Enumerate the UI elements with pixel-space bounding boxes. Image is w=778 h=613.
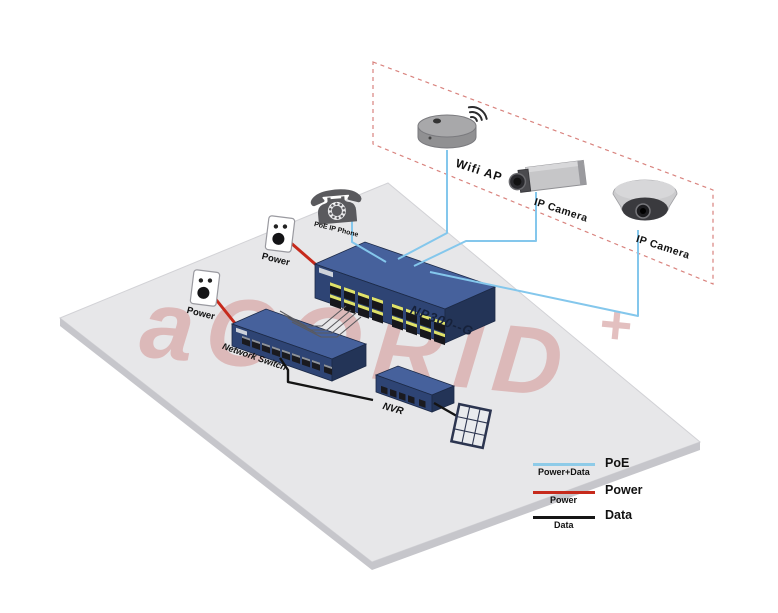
legend-poe-line <box>533 463 595 466</box>
power-outlet-top <box>264 215 296 253</box>
poe-lines <box>351 150 639 317</box>
watermark-plus: + <box>597 291 636 357</box>
poe-line-wifi-ap <box>397 150 448 260</box>
legend-data-label: Data <box>605 508 633 522</box>
poe-switch-np300g <box>313 241 497 346</box>
nvr <box>374 365 456 413</box>
legend-power-sublabel: Power <box>550 495 578 505</box>
wifi-ap-device <box>417 114 477 149</box>
legend-data-sublabel: Data <box>554 520 574 530</box>
switch-patch-lines <box>279 305 362 338</box>
poe-line-camera-dome <box>429 230 639 317</box>
wifi-signal-icon <box>467 106 488 122</box>
legend-data-line <box>533 516 595 519</box>
legend-power-label: Power <box>605 483 643 497</box>
ceiling-dashed-region <box>372 61 714 285</box>
monitor <box>449 402 493 450</box>
network-switch <box>230 308 368 382</box>
legend-poe-sublabel: Power+Data <box>538 467 590 477</box>
legend-poe-label: PoE <box>605 456 630 470</box>
poe-line-camera-box <box>413 192 537 267</box>
legend: Power+Data PoE Power Power Data Data <box>533 450 703 540</box>
ip-camera-dome-device <box>612 179 678 221</box>
power-outlet-bottom <box>189 269 221 307</box>
data-line-switch-nvr <box>279 357 374 402</box>
poe-line-phone <box>351 216 387 263</box>
power-line-network-switch <box>212 295 240 329</box>
ip-camera-box-device <box>508 159 587 193</box>
legend-power-line <box>533 491 595 494</box>
